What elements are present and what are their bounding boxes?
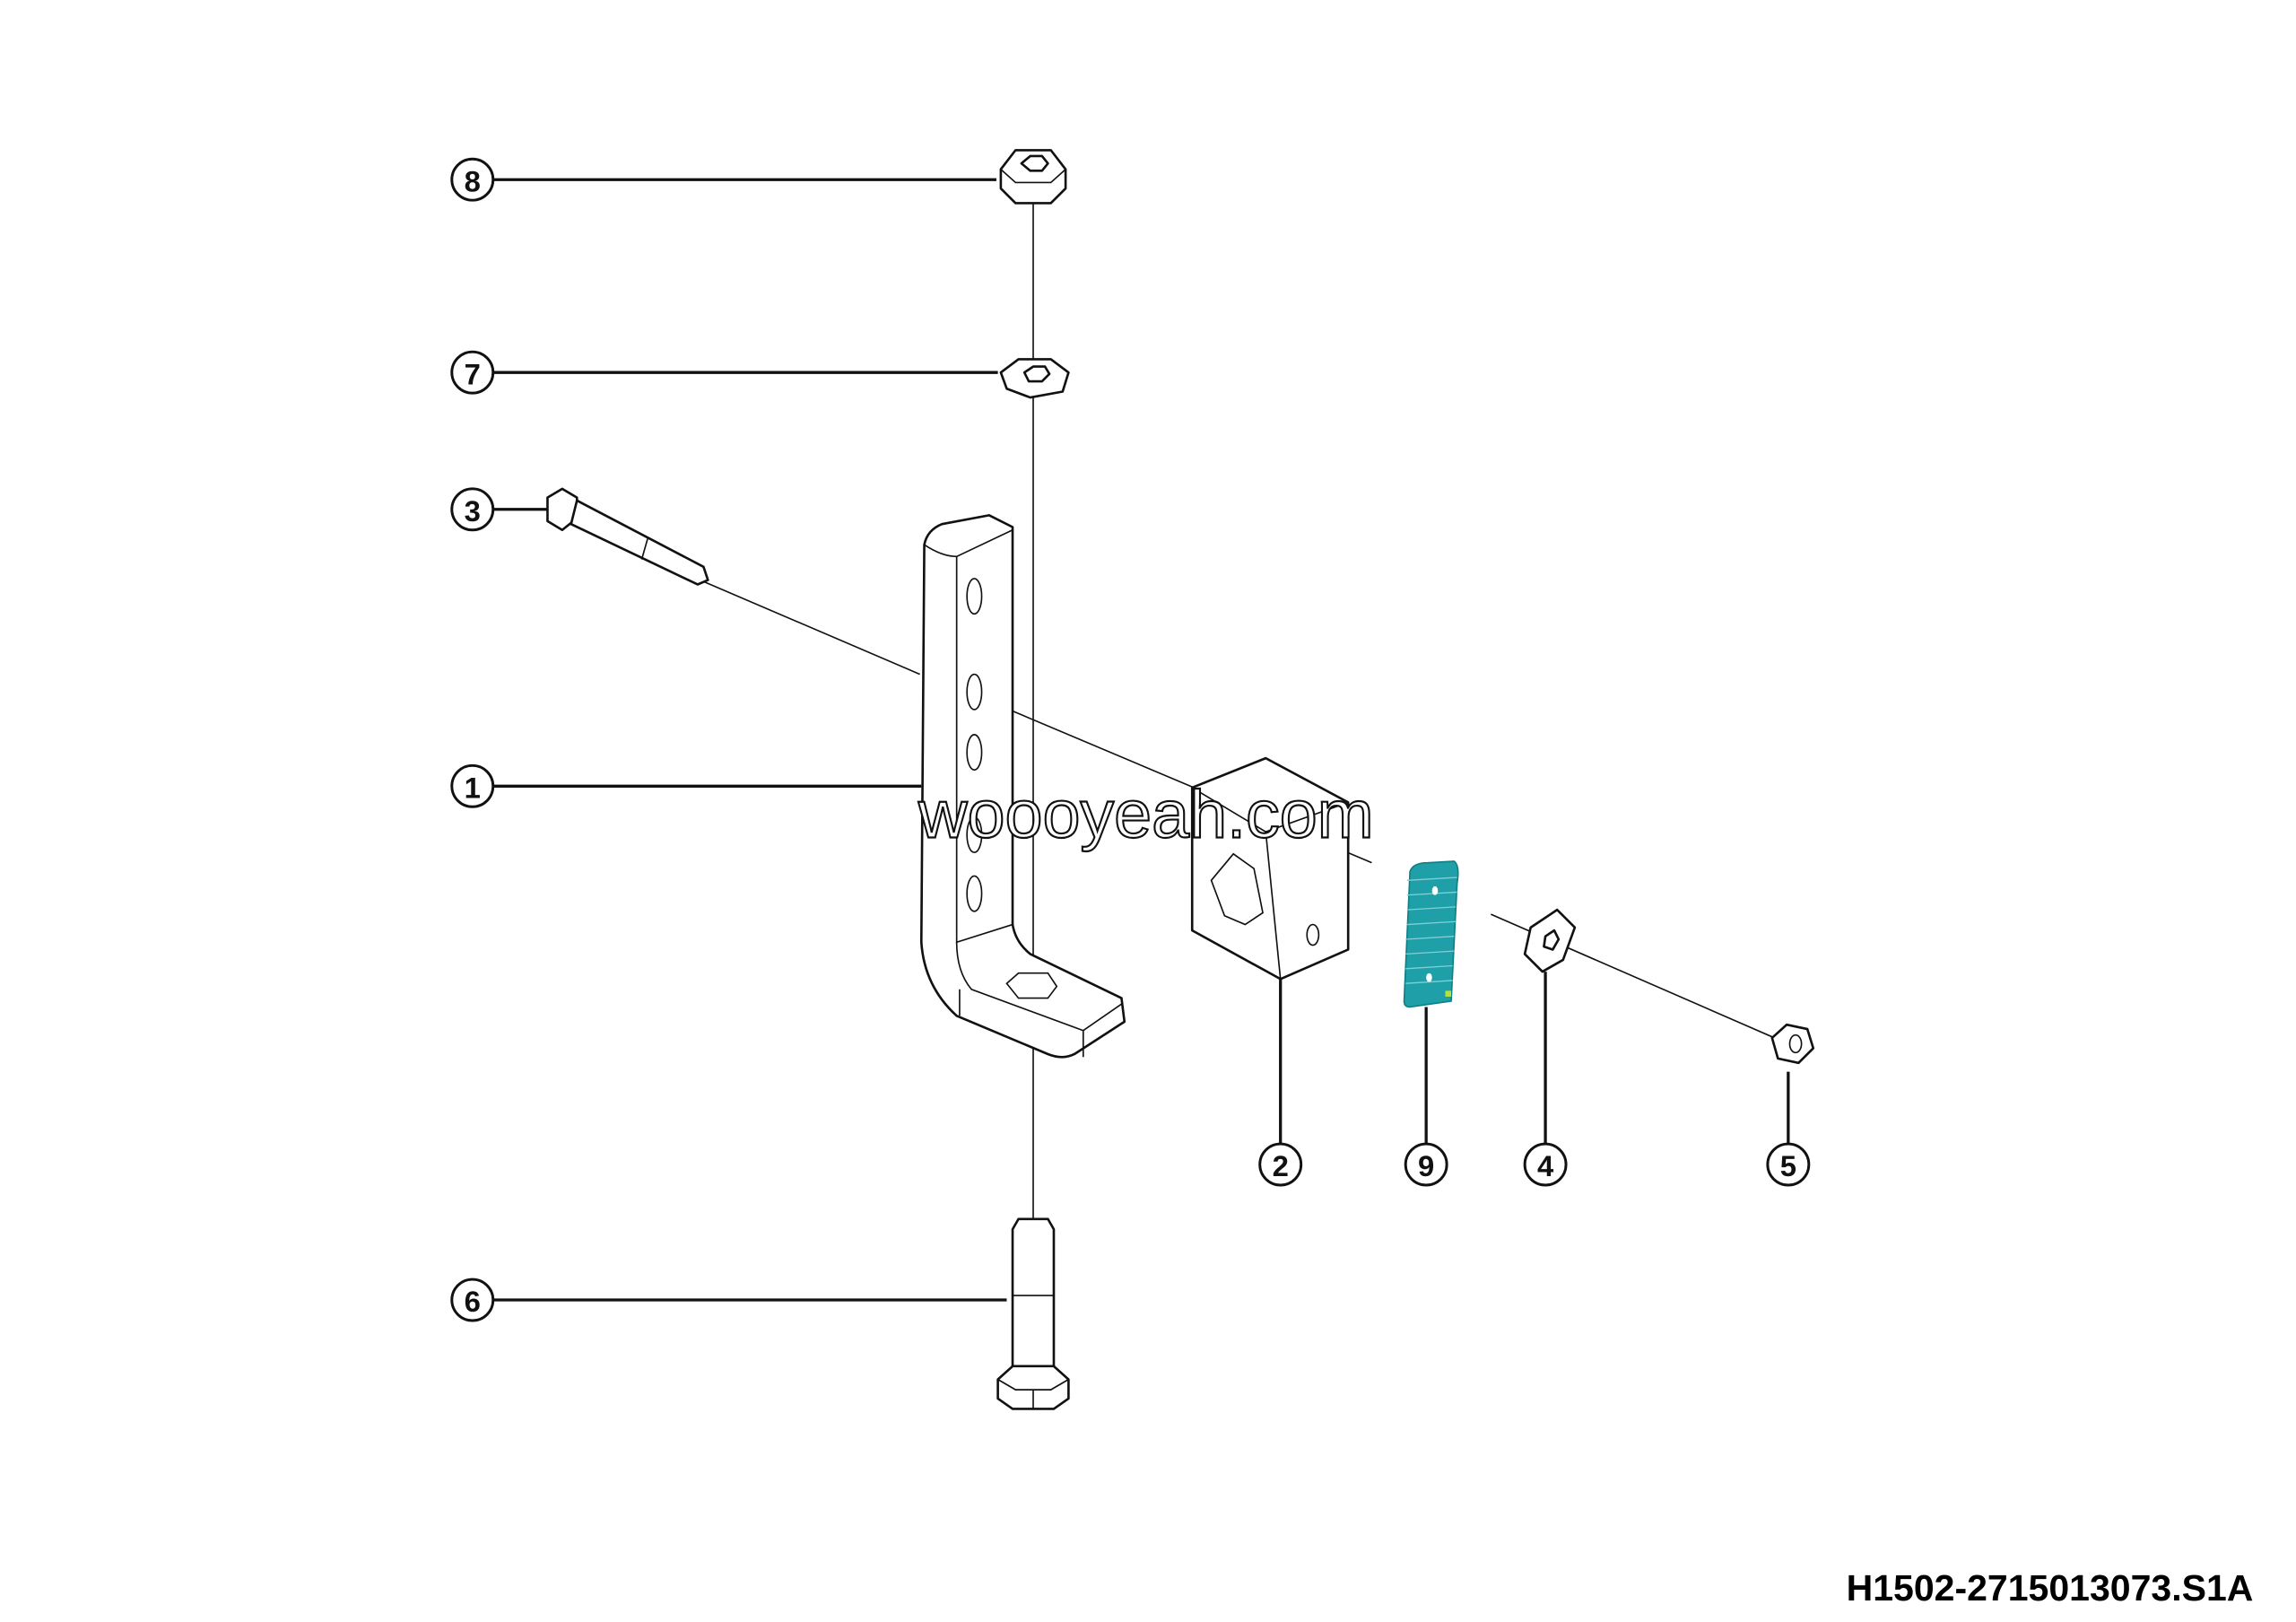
bracket-holes <box>966 578 1058 999</box>
hex-nut-part-8[interactable] <box>999 149 1067 205</box>
shim-part-9-highlighted[interactable] <box>1403 860 1459 1008</box>
bracket-part-1[interactable] <box>919 514 1126 1059</box>
bolt-axis-line <box>703 580 920 676</box>
spacer-block-part-2[interactable] <box>1190 756 1350 981</box>
callout-5[interactable]: 5 <box>1766 1142 1811 1187</box>
washer-part-7[interactable] <box>999 358 1070 399</box>
callout-8[interactable]: 8 <box>450 157 495 202</box>
watermark: woooyeah.com <box>918 777 1374 852</box>
svg-text:9: 9 <box>1418 1149 1434 1182</box>
callout-2[interactable]: 2 <box>1258 1142 1303 1187</box>
nut-part-5[interactable] <box>1770 1023 1815 1065</box>
svg-text:5: 5 <box>1780 1149 1796 1182</box>
leader-lines <box>492 178 1790 1302</box>
callout-9[interactable]: 9 <box>1404 1142 1448 1187</box>
callout-3[interactable]: 3 <box>450 487 495 532</box>
washer-part-4[interactable] <box>1523 908 1577 973</box>
callout-7[interactable]: 7 <box>450 350 495 395</box>
svg-text:6: 6 <box>465 1285 481 1318</box>
svg-text:4: 4 <box>1537 1149 1554 1182</box>
svg-text:1: 1 <box>465 771 481 804</box>
svg-text:2: 2 <box>1273 1149 1289 1182</box>
callout-1[interactable]: 1 <box>450 763 495 808</box>
drawing-code: H1502-2715013073.S1A <box>1847 1567 2254 1609</box>
shim-stripes <box>1405 876 1457 984</box>
bolt-part-6[interactable] <box>996 1217 1070 1410</box>
svg-text:3: 3 <box>465 494 481 528</box>
svg-text:7: 7 <box>465 357 481 390</box>
callout-4[interactable]: 4 <box>1523 1142 1568 1187</box>
bolt-part-3[interactable] <box>546 487 709 586</box>
callout-6[interactable]: 6 <box>450 1278 495 1322</box>
svg-text:8: 8 <box>465 164 481 197</box>
